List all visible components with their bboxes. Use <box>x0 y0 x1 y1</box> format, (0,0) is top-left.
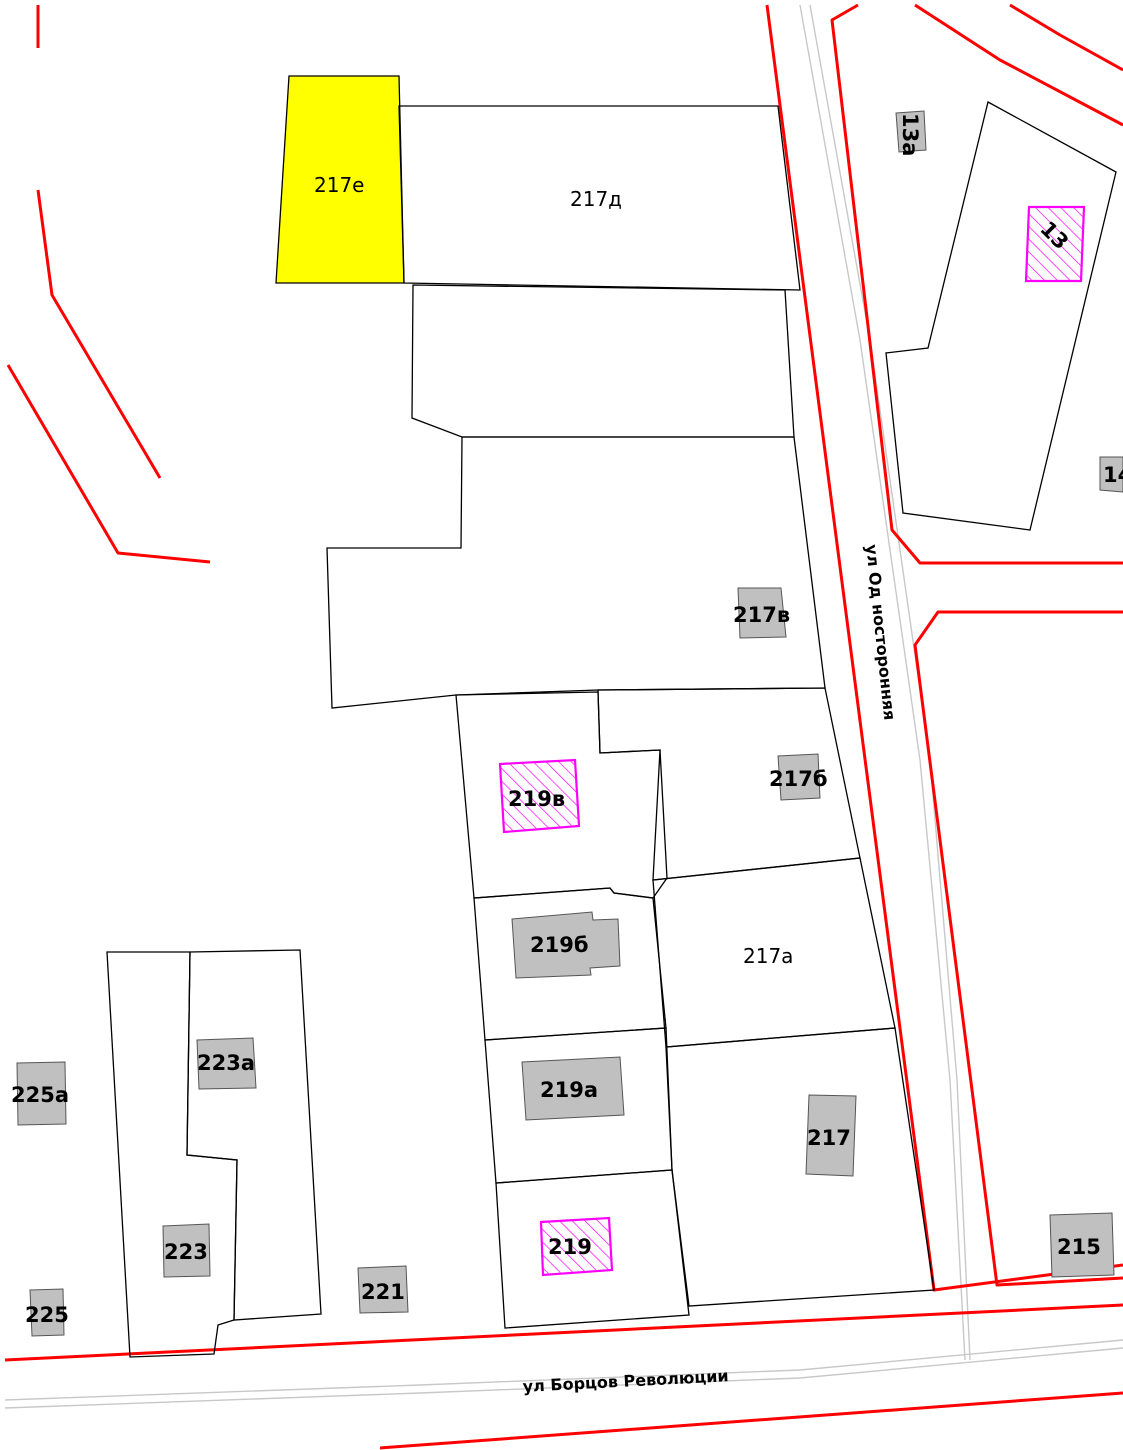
building-219-hatched[interactable] <box>539 1216 614 1277</box>
building-225a[interactable] <box>16 1061 67 1126</box>
building-label-217v: 217в <box>733 603 790 627</box>
parcel-label-217d: 217д <box>570 187 622 211</box>
building-217v[interactable] <box>737 587 787 639</box>
parcel-217d[interactable] <box>398 105 801 291</box>
building-label-219v: 219в <box>508 787 565 811</box>
road-boundary-left-curve <box>36 189 162 479</box>
building-219v-hatched[interactable] <box>498 758 581 834</box>
building-219a[interactable] <box>521 1056 625 1121</box>
road-edge-vertical-1 <box>799 4 966 1361</box>
building-223[interactable] <box>162 1223 211 1278</box>
parcels <box>106 75 1117 1358</box>
building-label-225: 225 <box>25 1303 69 1327</box>
parcel-13-block[interactable] <box>885 101 1117 531</box>
parcel-label-217e: 217е <box>314 173 364 197</box>
road-boundary-lower-right <box>913 610 1123 1287</box>
street-label-odnostoronnyaya: ул Од носторонняя <box>862 543 899 721</box>
building-217b[interactable] <box>777 753 821 801</box>
parcel-223[interactable] <box>106 951 238 1358</box>
building-219b[interactable] <box>511 911 621 979</box>
building-13-hatched[interactable] <box>1024 205 1086 283</box>
parcel-217[interactable] <box>665 1027 935 1307</box>
building-label-14: 14 <box>1103 463 1123 487</box>
road-boundary-left-outer <box>6 364 211 564</box>
parcel-223a[interactable] <box>186 949 322 1321</box>
building-label-219b: 219б <box>530 933 589 957</box>
road-boundary-bottom-outer <box>379 1391 1123 1450</box>
parcel-217v[interactable] <box>326 436 826 709</box>
building-label-215: 215 <box>1057 1235 1101 1259</box>
building-label-217b: 217б <box>769 767 828 791</box>
building-label-219: 219 <box>548 1235 592 1259</box>
building-223a[interactable] <box>196 1037 257 1090</box>
road-boundary-block-right-arc <box>914 3 1123 127</box>
road-boundaries <box>4 3 1123 1450</box>
buildings <box>16 110 1123 1337</box>
building-217[interactable] <box>805 1094 857 1177</box>
building-225[interactable] <box>29 1288 65 1337</box>
road-edge-horizontal-1 <box>4 1339 1123 1401</box>
road-boundary-block-right-arc2 <box>1009 3 1123 72</box>
building-label-221: 221 <box>361 1280 405 1304</box>
building-label-223a: 223а <box>197 1051 255 1075</box>
building-label-225a: 225а <box>11 1083 69 1107</box>
building-label-223: 223 <box>164 1240 208 1264</box>
road-boundary-bottom <box>4 1303 1123 1362</box>
building-215[interactable] <box>1049 1212 1115 1278</box>
building-14[interactable] <box>1099 456 1123 493</box>
parcel-219[interactable] <box>495 1169 690 1329</box>
street-label-bortsov-revolyutsii: ул Борцов Революции <box>522 1366 729 1396</box>
parcel-north-middle[interactable] <box>411 284 795 438</box>
building-13a[interactable] <box>895 110 927 153</box>
building-label-13a: 13а <box>898 113 922 156</box>
building-label-217: 217 <box>807 1126 851 1150</box>
road-edges <box>4 4 1123 1409</box>
road-edge-horizontal-2 <box>4 1347 1123 1409</box>
building-label-219a: 219а <box>540 1078 598 1102</box>
parcel-label-217a: 217а <box>743 944 793 968</box>
road-boundary-block-right-top <box>830 3 1123 565</box>
building-221[interactable] <box>357 1265 409 1314</box>
